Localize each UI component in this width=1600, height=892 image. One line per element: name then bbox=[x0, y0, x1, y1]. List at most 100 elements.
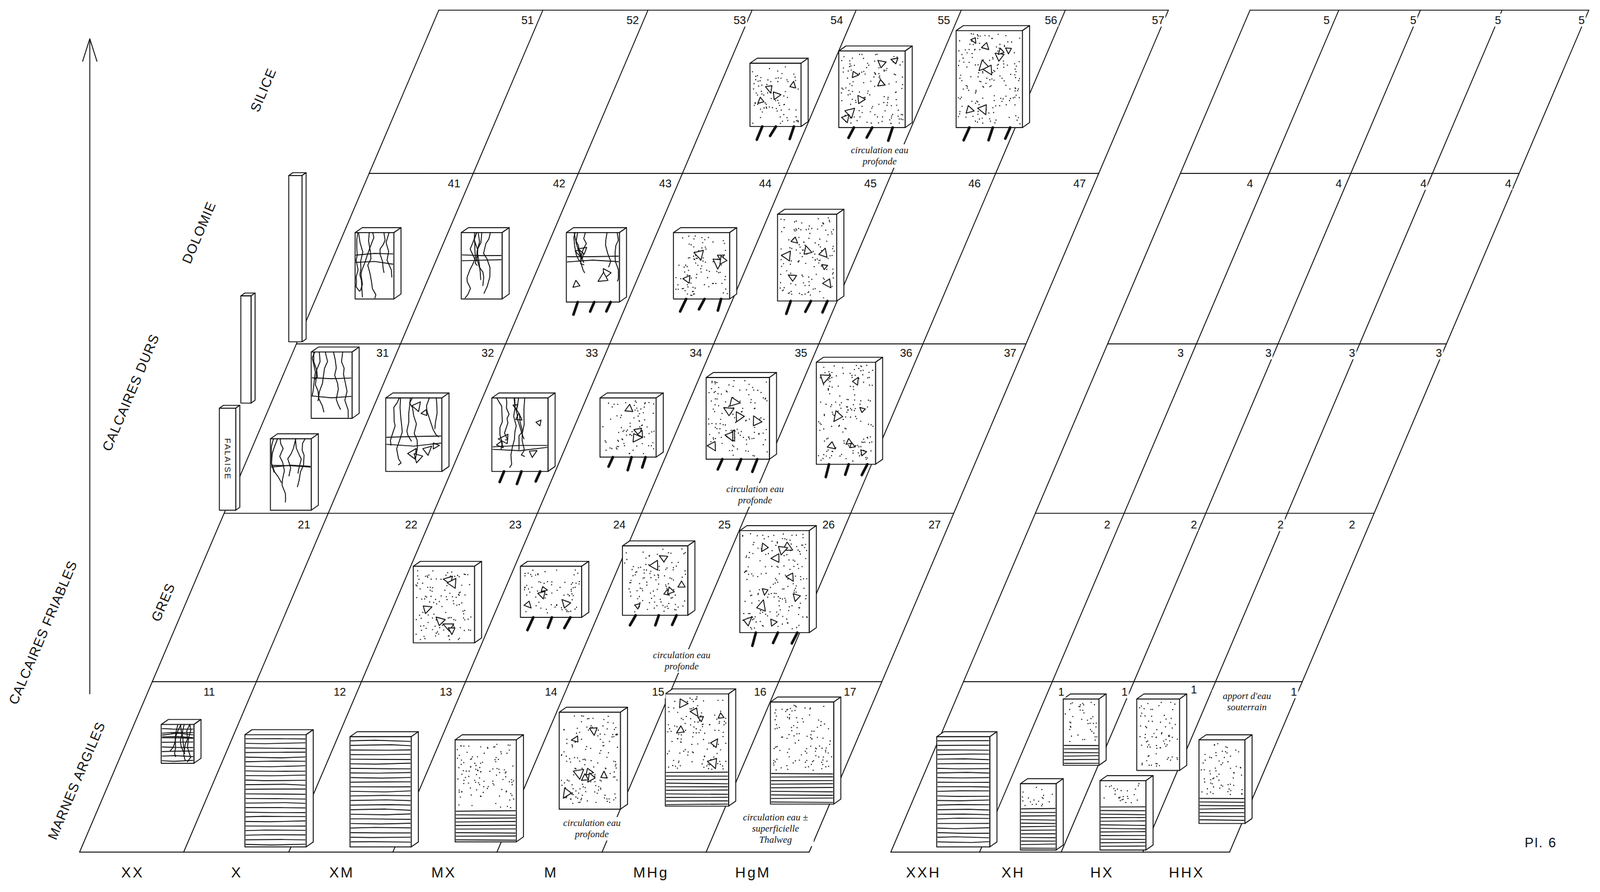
strata-line bbox=[1101, 842, 1145, 844]
sketch-line bbox=[311, 347, 360, 353]
grid-line bbox=[79, 851, 810, 853]
grain-dot bbox=[792, 583, 794, 585]
grain-dot bbox=[458, 804, 460, 806]
grain-dot bbox=[629, 433, 631, 436]
grain-dot bbox=[642, 590, 644, 592]
strata-line bbox=[1064, 748, 1098, 750]
rock-block bbox=[1020, 778, 1064, 851]
grain-dot bbox=[511, 794, 513, 796]
grain-dot bbox=[809, 737, 811, 739]
strata-line bbox=[1101, 810, 1145, 812]
grain-dot bbox=[724, 424, 726, 426]
grain-dot bbox=[642, 551, 644, 553]
grain-dot bbox=[751, 573, 753, 575]
grain-dot bbox=[801, 544, 804, 546]
grain-dot bbox=[1110, 785, 1112, 787]
grain-dot bbox=[847, 409, 849, 411]
grain-dot bbox=[1145, 740, 1148, 743]
grain-dot bbox=[531, 575, 533, 577]
grain-dot bbox=[776, 542, 778, 544]
strata-line bbox=[937, 739, 989, 741]
grain-dot bbox=[786, 765, 788, 767]
grain-dot bbox=[1155, 762, 1157, 764]
grain-dot bbox=[535, 596, 537, 598]
grain-dot bbox=[1024, 804, 1026, 806]
sketch-line bbox=[548, 393, 556, 472]
grain-dot bbox=[1210, 757, 1212, 759]
grain-dot bbox=[789, 714, 791, 716]
grain-dot bbox=[1226, 752, 1228, 754]
grain-dot bbox=[658, 583, 660, 585]
grain-dot bbox=[713, 756, 715, 758]
grain-dot bbox=[458, 767, 460, 769]
grain-dot bbox=[680, 734, 682, 736]
strata-line bbox=[937, 827, 989, 829]
grain-dot bbox=[781, 615, 783, 617]
grain-dot bbox=[1138, 782, 1140, 785]
grain-dot bbox=[668, 750, 670, 752]
grain-dot bbox=[714, 729, 716, 731]
grain-dot bbox=[456, 757, 459, 759]
grain-dot bbox=[851, 376, 853, 379]
grain-dot bbox=[765, 565, 767, 568]
grain-dot bbox=[646, 584, 648, 586]
grain-dot bbox=[493, 784, 495, 786]
grain-dot bbox=[652, 412, 654, 414]
grain-dot bbox=[431, 590, 433, 592]
grain-dot bbox=[578, 581, 580, 583]
grain-dot bbox=[795, 716, 797, 719]
grain-dot bbox=[582, 715, 584, 717]
grain-dot bbox=[743, 612, 745, 615]
grain-dot bbox=[791, 534, 793, 536]
clast bbox=[762, 588, 768, 596]
strata-line bbox=[246, 780, 306, 781]
grain-dot bbox=[625, 551, 627, 554]
clast bbox=[729, 397, 741, 407]
grain-dot bbox=[609, 801, 611, 804]
grain-dot bbox=[1229, 755, 1231, 757]
grain-dot bbox=[567, 593, 569, 596]
grain-dot bbox=[1151, 735, 1153, 738]
grain-dot bbox=[760, 610, 762, 612]
grain-dot bbox=[486, 787, 488, 790]
grain-dot bbox=[764, 398, 766, 400]
grain-dot bbox=[592, 717, 594, 719]
grain-dot bbox=[778, 573, 780, 575]
grain-dot bbox=[617, 431, 620, 433]
grain-dot bbox=[1215, 770, 1217, 772]
grain-dot bbox=[785, 539, 787, 541]
grain-dot bbox=[603, 744, 605, 747]
grain-dot bbox=[795, 585, 797, 587]
rock-block bbox=[665, 688, 736, 807]
sketch-line bbox=[244, 729, 314, 735]
grain-dot bbox=[440, 578, 442, 580]
grain-dot bbox=[419, 638, 422, 640]
grain-dot bbox=[560, 779, 563, 781]
grain-dot bbox=[1022, 800, 1024, 802]
strata-line bbox=[771, 780, 833, 782]
grain-dot bbox=[644, 419, 646, 421]
grain-dot bbox=[829, 406, 832, 408]
grain-dot bbox=[752, 619, 754, 621]
grain-dot bbox=[500, 753, 502, 755]
grain-dot bbox=[767, 596, 769, 598]
grain-dot bbox=[1233, 772, 1235, 774]
strata-line bbox=[351, 777, 411, 778]
grain-dot bbox=[684, 551, 686, 554]
grain-dot bbox=[824, 371, 826, 374]
grain-dot bbox=[572, 794, 574, 796]
grain-dot bbox=[648, 445, 650, 447]
grain-dot bbox=[759, 612, 761, 614]
clast bbox=[448, 628, 456, 635]
grain-dot bbox=[653, 601, 655, 603]
grain-dot bbox=[649, 573, 651, 575]
grain-dot bbox=[799, 576, 801, 578]
grain-dot bbox=[692, 706, 695, 709]
strata-line bbox=[771, 794, 833, 796]
grain-dot bbox=[621, 439, 623, 441]
grain-dot bbox=[824, 749, 827, 752]
grain-dot bbox=[1176, 757, 1178, 759]
grain-dot bbox=[574, 569, 577, 571]
grain-dot bbox=[615, 727, 617, 729]
grain-dot bbox=[584, 748, 587, 750]
